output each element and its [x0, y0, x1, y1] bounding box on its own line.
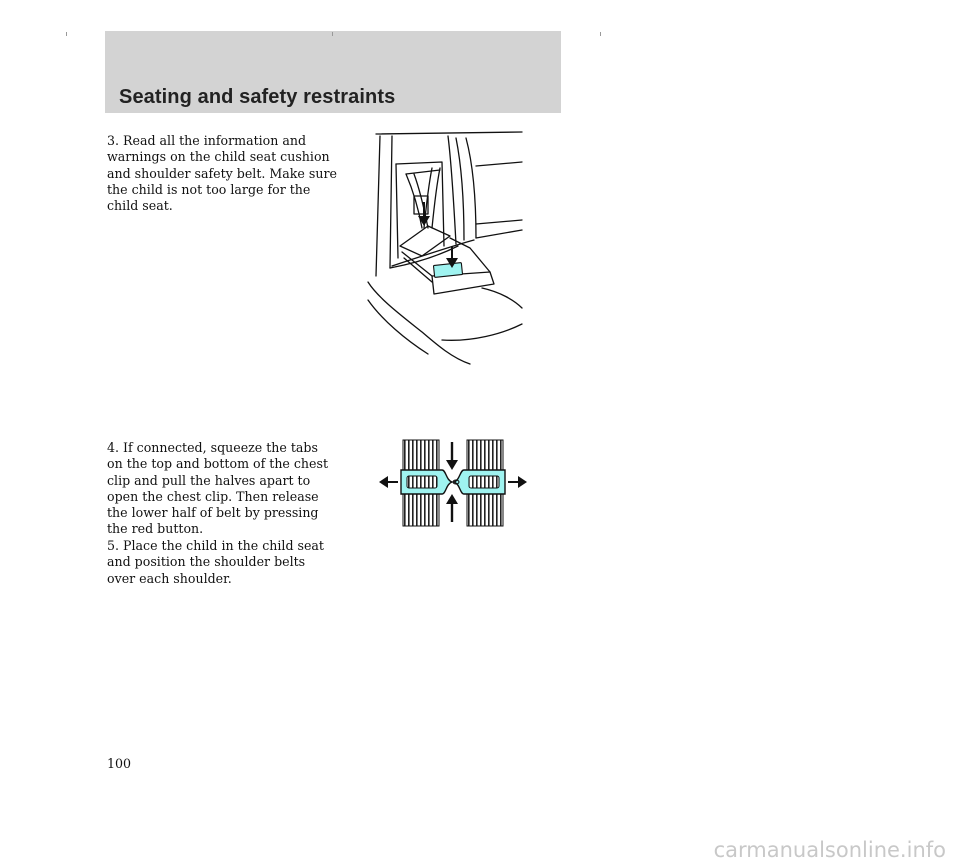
page-number: 100	[107, 756, 132, 771]
crop-mark	[600, 32, 601, 36]
step-5-text: 5. Place the child in the child seat and…	[107, 538, 324, 586]
header-band	[105, 31, 561, 113]
crop-mark	[332, 32, 333, 36]
chest-clip-squeeze-apart-illustration	[379, 439, 527, 527]
section-title: Seating and safety restraints	[119, 86, 396, 108]
watermark: carmanualsonline.info	[713, 838, 946, 862]
step-4-text: 4. If connected, squeeze the tabs on the…	[107, 440, 329, 537]
child-seat-buckle-release-illustration	[367, 131, 523, 365]
step-3-text: 3. Read all the information and warnings…	[107, 133, 337, 214]
crop-mark	[66, 32, 67, 36]
